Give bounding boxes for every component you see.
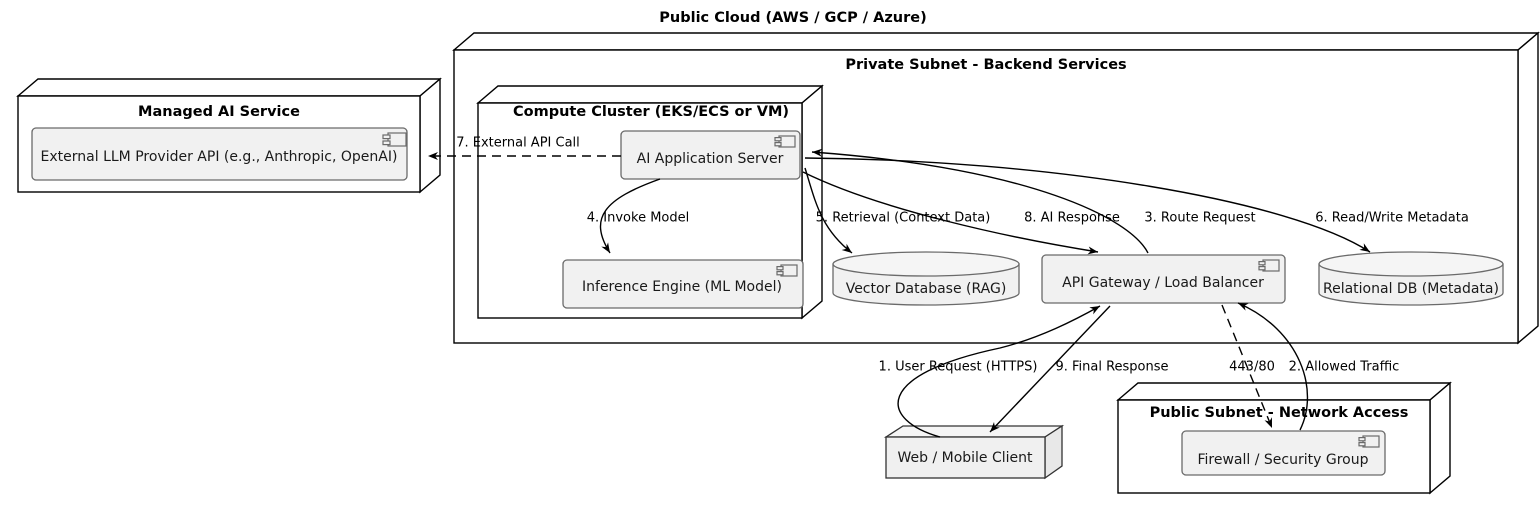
compute-cluster-title: Compute Cluster (EKS/ECS or VM) bbox=[513, 104, 789, 120]
web-client-label: Web / Mobile Client bbox=[897, 450, 1033, 466]
edge-label-5: 5. Retrieval (Context Data) bbox=[816, 211, 991, 226]
cloud-title: Public Cloud (AWS / GCP / Azure) bbox=[659, 10, 926, 26]
component-relational-db[interactable]: Relational DB (Metadata) bbox=[1318, 251, 1504, 306]
component-external-llm[interactable]: External LLM Provider API (e.g., Anthrop… bbox=[31, 127, 408, 181]
external-llm-label: External LLM Provider API (e.g., Anthrop… bbox=[41, 149, 398, 165]
component-vector-db[interactable]: Vector Database (RAG) bbox=[832, 251, 1020, 306]
firewall-label: Firewall / Security Group bbox=[1198, 452, 1369, 468]
edge-label-2: 2. Allowed Traffic bbox=[1289, 360, 1400, 375]
edge-final-response: 9. Final Response bbox=[989, 305, 1169, 433]
component-icon bbox=[382, 132, 407, 147]
edge-user-request: 1. User Request (HTTPS) bbox=[879, 305, 1101, 438]
edge-label-7: 7. External API Call bbox=[456, 136, 580, 151]
ai-app-server-label: AI Application Server bbox=[637, 151, 784, 167]
component-inference-engine[interactable]: Inference Engine (ML Model) bbox=[562, 259, 804, 309]
vector-db-label: Vector Database (RAG) bbox=[846, 281, 1007, 297]
edge-external-api-call: 7. External API Call bbox=[428, 136, 621, 160]
edge-label-1: 1. User Request (HTTPS) bbox=[879, 360, 1038, 375]
container-public-subnet: Public Subnet - Network Access Firewall … bbox=[1116, 381, 1452, 495]
edge-invoke-model: 4. Invoke Model bbox=[587, 178, 689, 254]
component-ai-app-server[interactable]: AI Application Server bbox=[620, 130, 801, 180]
edge-ports: 443/80 bbox=[1221, 304, 1275, 429]
private-subnet-title: Private Subnet - Backend Services bbox=[845, 57, 1126, 73]
edge-label-3: 3. Route Request bbox=[1144, 211, 1255, 226]
container-compute-cluster: Compute Cluster (EKS/ECS or VM) AI Appli… bbox=[476, 84, 824, 320]
inference-engine-label: Inference Engine (ML Model) bbox=[582, 279, 782, 295]
edge-label-6: 6. Read/Write Metadata bbox=[1315, 211, 1469, 226]
edge-read-write-metadata: 6. Read/Write Metadata bbox=[804, 157, 1469, 253]
public-subnet-title: Public Subnet - Network Access bbox=[1150, 405, 1409, 421]
edge-label-8: 8. AI Response bbox=[1024, 211, 1120, 226]
edge-label-9: 9. Final Response bbox=[1055, 360, 1168, 375]
container-managed-ai-service: Managed AI Service External LLM Provider… bbox=[16, 77, 442, 194]
managed-ai-service-title: Managed AI Service bbox=[138, 104, 300, 120]
component-icon bbox=[776, 264, 798, 277]
edge-allowed-traffic: 2. Allowed Traffic bbox=[1237, 302, 1400, 431]
relational-db-label: Relational DB (Metadata) bbox=[1323, 281, 1499, 297]
api-gateway-label: API Gateway / Load Balancer bbox=[1062, 275, 1264, 291]
component-web-client[interactable]: Web / Mobile Client bbox=[883, 424, 1065, 480]
component-firewall[interactable]: Firewall / Security Group bbox=[1181, 430, 1386, 476]
edge-label-4: 4. Invoke Model bbox=[587, 211, 689, 226]
component-icon bbox=[1258, 259, 1280, 272]
component-icon bbox=[774, 135, 796, 148]
component-api-gateway[interactable]: API Gateway / Load Balancer bbox=[1041, 254, 1286, 304]
edge-ai-response: 8. AI Response bbox=[802, 171, 1120, 255]
edge-label-443-80: 443/80 bbox=[1229, 360, 1275, 375]
component-icon bbox=[1358, 435, 1380, 448]
